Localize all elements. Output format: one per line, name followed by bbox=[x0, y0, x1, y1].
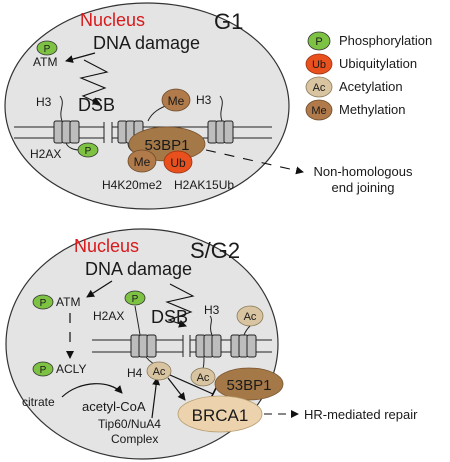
sg2-atm-phospho-label: P bbox=[40, 298, 47, 309]
g1-ubiquityl-label: Ub bbox=[170, 156, 186, 170]
g1-damage-to-atm-arrow bbox=[65, 52, 96, 63]
legend-item-phosphorylation: P Phosphorylation bbox=[307, 31, 432, 51]
sg2-complex-to-h4-arrow bbox=[151, 377, 161, 419]
g1-nucleus-title: Nucleus bbox=[80, 10, 145, 30]
g1-methyl-badge-top bbox=[161, 88, 191, 112]
g1-nucleus bbox=[4, 2, 290, 210]
g1-nucleosome-left bbox=[53, 120, 80, 144]
sg2-brca1 bbox=[177, 395, 263, 433]
g1-atm-phospho-badge bbox=[36, 40, 58, 56]
sg2-acetyl-label-h3: Ac bbox=[244, 311, 257, 323]
sg2-h2ax-tail bbox=[134, 305, 141, 336]
hr-outcome-label: HR-mediated repair bbox=[304, 407, 418, 422]
legend-phospho-swatch bbox=[307, 31, 331, 51]
legend-acetyl-symbol: Ac bbox=[313, 82, 326, 94]
g1-h3-left-label: H3 bbox=[36, 95, 52, 109]
sg2-citrate-to-acetylcoa-arrow bbox=[61, 383, 123, 398]
g1-h2ax-phospho-label: P bbox=[85, 146, 92, 157]
g1-dsb-label: DSB bbox=[78, 95, 115, 115]
sg2-dna-damage: DNA damage bbox=[85, 259, 192, 279]
sg2-53bp1 bbox=[214, 367, 284, 401]
sg2-citrate-label: citrate bbox=[22, 395, 55, 409]
sg2-h4-label: H4 bbox=[127, 366, 143, 380]
legend-ubiquityl-label: Ubiquitylation bbox=[339, 56, 417, 71]
sg2-panel: Nucleus S/G2 DNA damage P ATM P ACLY cit… bbox=[5, 228, 299, 460]
g1-to-nhej-arrow bbox=[205, 149, 304, 175]
g1-h3-tail-right bbox=[219, 95, 223, 122]
legend-item-ubiquitylation: Ub Ubiquitylation bbox=[305, 53, 417, 75]
sg2-ac-to-brca1-arrow bbox=[167, 377, 186, 401]
sg2-atm-phospho-badge bbox=[32, 294, 54, 310]
g1-atm-phospho-label: P bbox=[44, 44, 51, 55]
sg2-h3-ac-tail bbox=[243, 325, 251, 336]
sg2-nucleosome-left bbox=[130, 334, 157, 358]
legend-methyl-symbol: Me bbox=[311, 105, 326, 117]
legend: P Phosphorylation Ub Ubiquitylation Ac A… bbox=[305, 31, 432, 121]
legend-methyl-label: Methylation bbox=[339, 102, 405, 117]
g1-h2ax-label: H2AX bbox=[30, 147, 61, 161]
sg2-h2ax-phospho-label: P bbox=[132, 294, 139, 305]
sg2-acetyl-badge-h4 bbox=[146, 361, 172, 381]
g1-ubiquityl-badge bbox=[163, 150, 193, 174]
sg2-acetyl-label-lower: Ac bbox=[197, 372, 210, 384]
g1-h3-tail-left bbox=[59, 95, 63, 122]
g1-53bp1-label: 53BP1 bbox=[144, 137, 189, 154]
legend-methyl-swatch bbox=[305, 99, 333, 121]
sg2-acly-phospho-badge bbox=[32, 361, 54, 377]
legend-acetyl-label: Acetylation bbox=[339, 79, 403, 94]
sg2-h3-label: H3 bbox=[204, 303, 220, 317]
g1-h3-right-label: H3 bbox=[196, 93, 212, 107]
sg2-acetyl-coa-label: acetyl-CoA bbox=[82, 399, 146, 414]
sg2-complex-line2: Complex bbox=[111, 432, 158, 446]
sg2-lightning-icon bbox=[165, 283, 195, 328]
sg2-nucleus-title: Nucleus bbox=[74, 236, 139, 256]
sg2-53bp1-label: 53BP1 bbox=[226, 377, 271, 394]
nhej-outcome-line1: Non-homologous bbox=[313, 164, 413, 179]
legend-ubiquityl-swatch bbox=[305, 53, 333, 75]
g1-h2ax-phospho-badge bbox=[77, 142, 99, 158]
g1-dna-damage: DNA damage bbox=[93, 33, 200, 53]
legend-ubiquityl-symbol: Ub bbox=[312, 59, 326, 71]
sg2-phase-label: S/G2 bbox=[190, 238, 240, 263]
nhej-outcome-line2: end joining bbox=[332, 180, 395, 195]
g1-lightning-icon bbox=[79, 59, 109, 105]
sg2-atm-label: ATM bbox=[56, 295, 80, 309]
g1-atm-label: ATM bbox=[33, 55, 57, 69]
sg2-nucleosome-right bbox=[230, 334, 257, 358]
sg2-damage-to-atm-arrow bbox=[86, 280, 113, 298]
legend-phospho-label: Phosphorylation bbox=[339, 33, 432, 48]
sg2-h2ax-phospho-badge bbox=[124, 290, 146, 306]
sg2-dsb-label: DSB bbox=[151, 307, 188, 327]
sg2-complex-line1: Tip60/NuA4 bbox=[98, 417, 161, 431]
g1-nucleosome-right bbox=[207, 120, 234, 144]
legend-item-acetylation: Ac Acetylation bbox=[305, 76, 403, 98]
sg2-acly-phospho-label: P bbox=[40, 365, 47, 376]
sg2-h2ax-label: H2AX bbox=[93, 309, 124, 323]
legend-acetyl-swatch bbox=[305, 76, 333, 98]
sg2-ac-inhibits-53bp1 bbox=[169, 374, 214, 395]
legend-phospho-symbol: P bbox=[315, 36, 322, 48]
g1-phase-label: G1 bbox=[214, 9, 243, 34]
sg2-acetyl-label-h4: Ac bbox=[153, 366, 166, 378]
sg2-h3-tail bbox=[209, 315, 213, 336]
sg2-acly-label: ACLY bbox=[56, 362, 86, 376]
sg2-nucleosome-middle bbox=[195, 334, 222, 358]
sg2-brca1-label: BRCA1 bbox=[192, 406, 249, 425]
g1-methyl-label-top: Me bbox=[168, 94, 185, 108]
g1-h4k20me2-label: H4K20me2 bbox=[102, 178, 162, 192]
sg2-acetyl-badge-lower bbox=[190, 367, 216, 387]
g1-h2ak15ub-label: H2AK15Ub bbox=[174, 178, 234, 192]
legend-item-methylation: Me Methylation bbox=[305, 99, 405, 121]
sg2-ac-lower-tail bbox=[202, 356, 205, 369]
g1-panel: Nucleus G1 DNA damage P ATM DSB H3 H3 H2… bbox=[4, 2, 304, 210]
g1-methyl-label-h4k20: Me bbox=[134, 155, 151, 169]
g1-methyl-badge-h4k20 bbox=[127, 149, 157, 173]
